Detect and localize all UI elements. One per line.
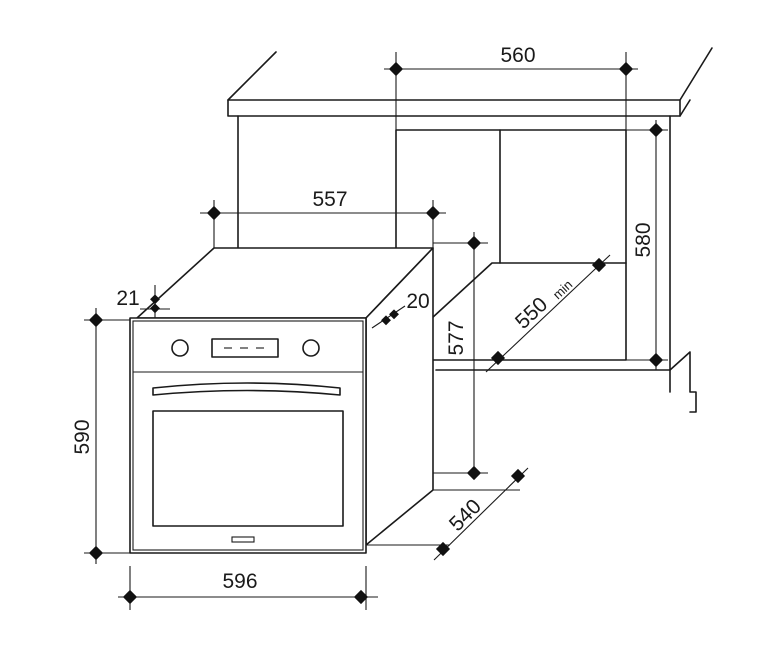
left-knob-icon xyxy=(171,339,189,357)
oven-front-inner xyxy=(132,320,364,551)
niche-back-panel xyxy=(395,129,627,361)
dim-label-596: 596 xyxy=(222,570,257,593)
dim-oven-top-offset: 21 xyxy=(116,285,170,318)
door-handle xyxy=(152,382,341,396)
dim-oven-width: 596 xyxy=(118,566,378,610)
dim-label-580: 580 xyxy=(632,222,655,257)
dim-niche-height: 580 xyxy=(626,120,668,370)
niche-floor xyxy=(431,262,627,319)
oven xyxy=(129,247,434,554)
dim-label-20: 20 xyxy=(406,290,429,313)
dim-label-560: 560 xyxy=(500,44,535,67)
countertop xyxy=(227,99,681,117)
dim-oven-body-height: 577 xyxy=(433,232,488,481)
dim-oven-height: 590 xyxy=(71,308,130,564)
dim-oven-side-offset: 20 xyxy=(371,290,430,329)
countertop-back-edge-left xyxy=(227,51,277,101)
door-glass xyxy=(152,410,344,527)
dim-label-590: 590 xyxy=(71,419,94,454)
dim-oven-top-width: 557 xyxy=(200,188,446,248)
dim-label-550-min: min xyxy=(550,277,576,302)
right-knob-icon xyxy=(302,339,320,357)
dim-label-550: 550 xyxy=(511,293,552,334)
oven-front-frame xyxy=(129,317,367,554)
brand-badge xyxy=(231,536,255,543)
countertop-side-edge xyxy=(679,99,691,117)
display-window xyxy=(211,338,279,358)
dim-niche-width: 560 xyxy=(384,44,638,130)
dim-label-557: 557 xyxy=(312,188,347,211)
countertop-back-edge-right xyxy=(679,47,713,101)
dim-label-577: 577 xyxy=(445,320,468,355)
dim-niche-depth: 550 min xyxy=(485,254,611,373)
dim-label-21: 21 xyxy=(116,287,139,310)
dim-label-540: 540 xyxy=(445,495,486,536)
